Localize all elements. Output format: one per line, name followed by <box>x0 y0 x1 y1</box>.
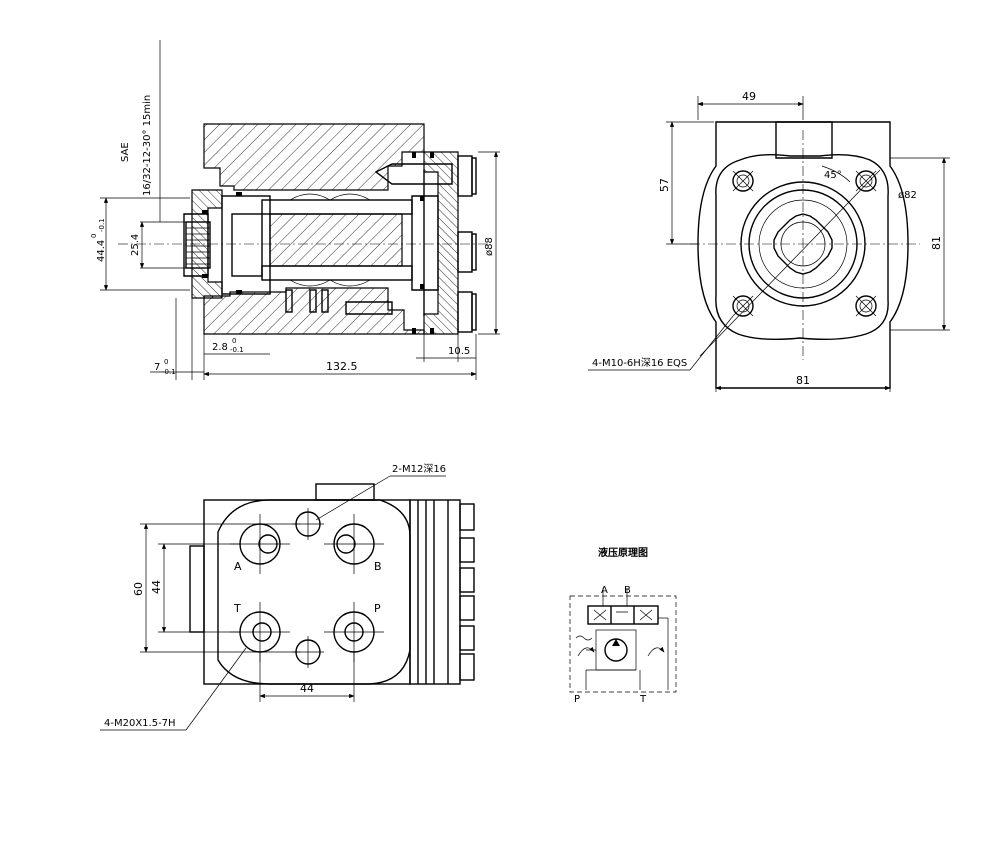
schematic-b: B <box>624 585 631 596</box>
dim-44-4: 44.4 <box>96 240 107 262</box>
sae-spec: 16/32-12-30° 15min <box>142 95 153 196</box>
dim-7: 7 <box>154 362 160 373</box>
dim-81-v: 81 <box>930 236 943 250</box>
dim-25-4: 25.4 <box>130 234 141 256</box>
dim-44-v: 44 <box>150 580 163 594</box>
dim-44-4-tol: -0.1 <box>98 218 106 232</box>
dim-7-tol: -0.1 <box>162 368 176 376</box>
section-view: SAE 16/32-12-30° 15min 44.4 0 -0.1 25.4 … <box>90 40 500 380</box>
label-port-a: A <box>234 560 242 573</box>
dim-60: 60 <box>132 582 145 596</box>
spline-shaft <box>185 221 211 269</box>
end-cap-bolts <box>457 155 477 333</box>
schematic-p: P <box>574 694 580 705</box>
dim-57: 57 <box>658 178 671 192</box>
dim-44-4-top: 0 <box>90 234 98 238</box>
schematic-a: A <box>601 585 608 596</box>
o-rings <box>202 152 434 334</box>
dim-phi82: ø82 <box>898 190 917 201</box>
dim-81-h: 81 <box>796 374 810 387</box>
dim-132-5: 132.5 <box>326 360 358 373</box>
dim-44-h: 44 <box>300 682 314 695</box>
end-view: 49 57 81 81 45° ø82 4-M10-6H深16 EQS <box>588 90 950 392</box>
schematic-title: 液压原理图 <box>598 546 648 559</box>
note-m12: 2-M12深16 <box>392 463 446 475</box>
dim-2-8-tol: -0.1 <box>230 346 244 354</box>
m12-holes <box>292 508 324 668</box>
dim-phi88: ø88 <box>484 237 495 256</box>
dim-45: 45° <box>824 170 842 181</box>
label-port-t: T <box>233 602 241 615</box>
sae-label: SAE <box>120 142 131 162</box>
hydraulic-schematic: 液压原理图 A B P T <box>569 546 677 705</box>
dim-7-top: 0 <box>164 358 168 366</box>
dim-49: 49 <box>742 90 756 103</box>
schematic-t: T <box>639 694 647 705</box>
note-m10: 4-M10-6H深16 EQS <box>592 357 687 369</box>
dim-10-5: 10.5 <box>448 346 470 357</box>
mounting-holes <box>732 170 877 317</box>
label-port-b: B <box>374 560 382 573</box>
dim-2-8: 2.8 <box>212 342 228 353</box>
port-b <box>324 514 384 574</box>
port-view: 2-M12深16 60 44 44 A B T P 4-M20X1.5-7H <box>100 463 475 731</box>
dim-2-8-top: 0 <box>232 337 236 345</box>
end-cap-bolts-side <box>459 503 475 681</box>
note-m20: 4-M20X1.5-7H <box>104 718 176 729</box>
label-port-p: P <box>374 602 381 615</box>
